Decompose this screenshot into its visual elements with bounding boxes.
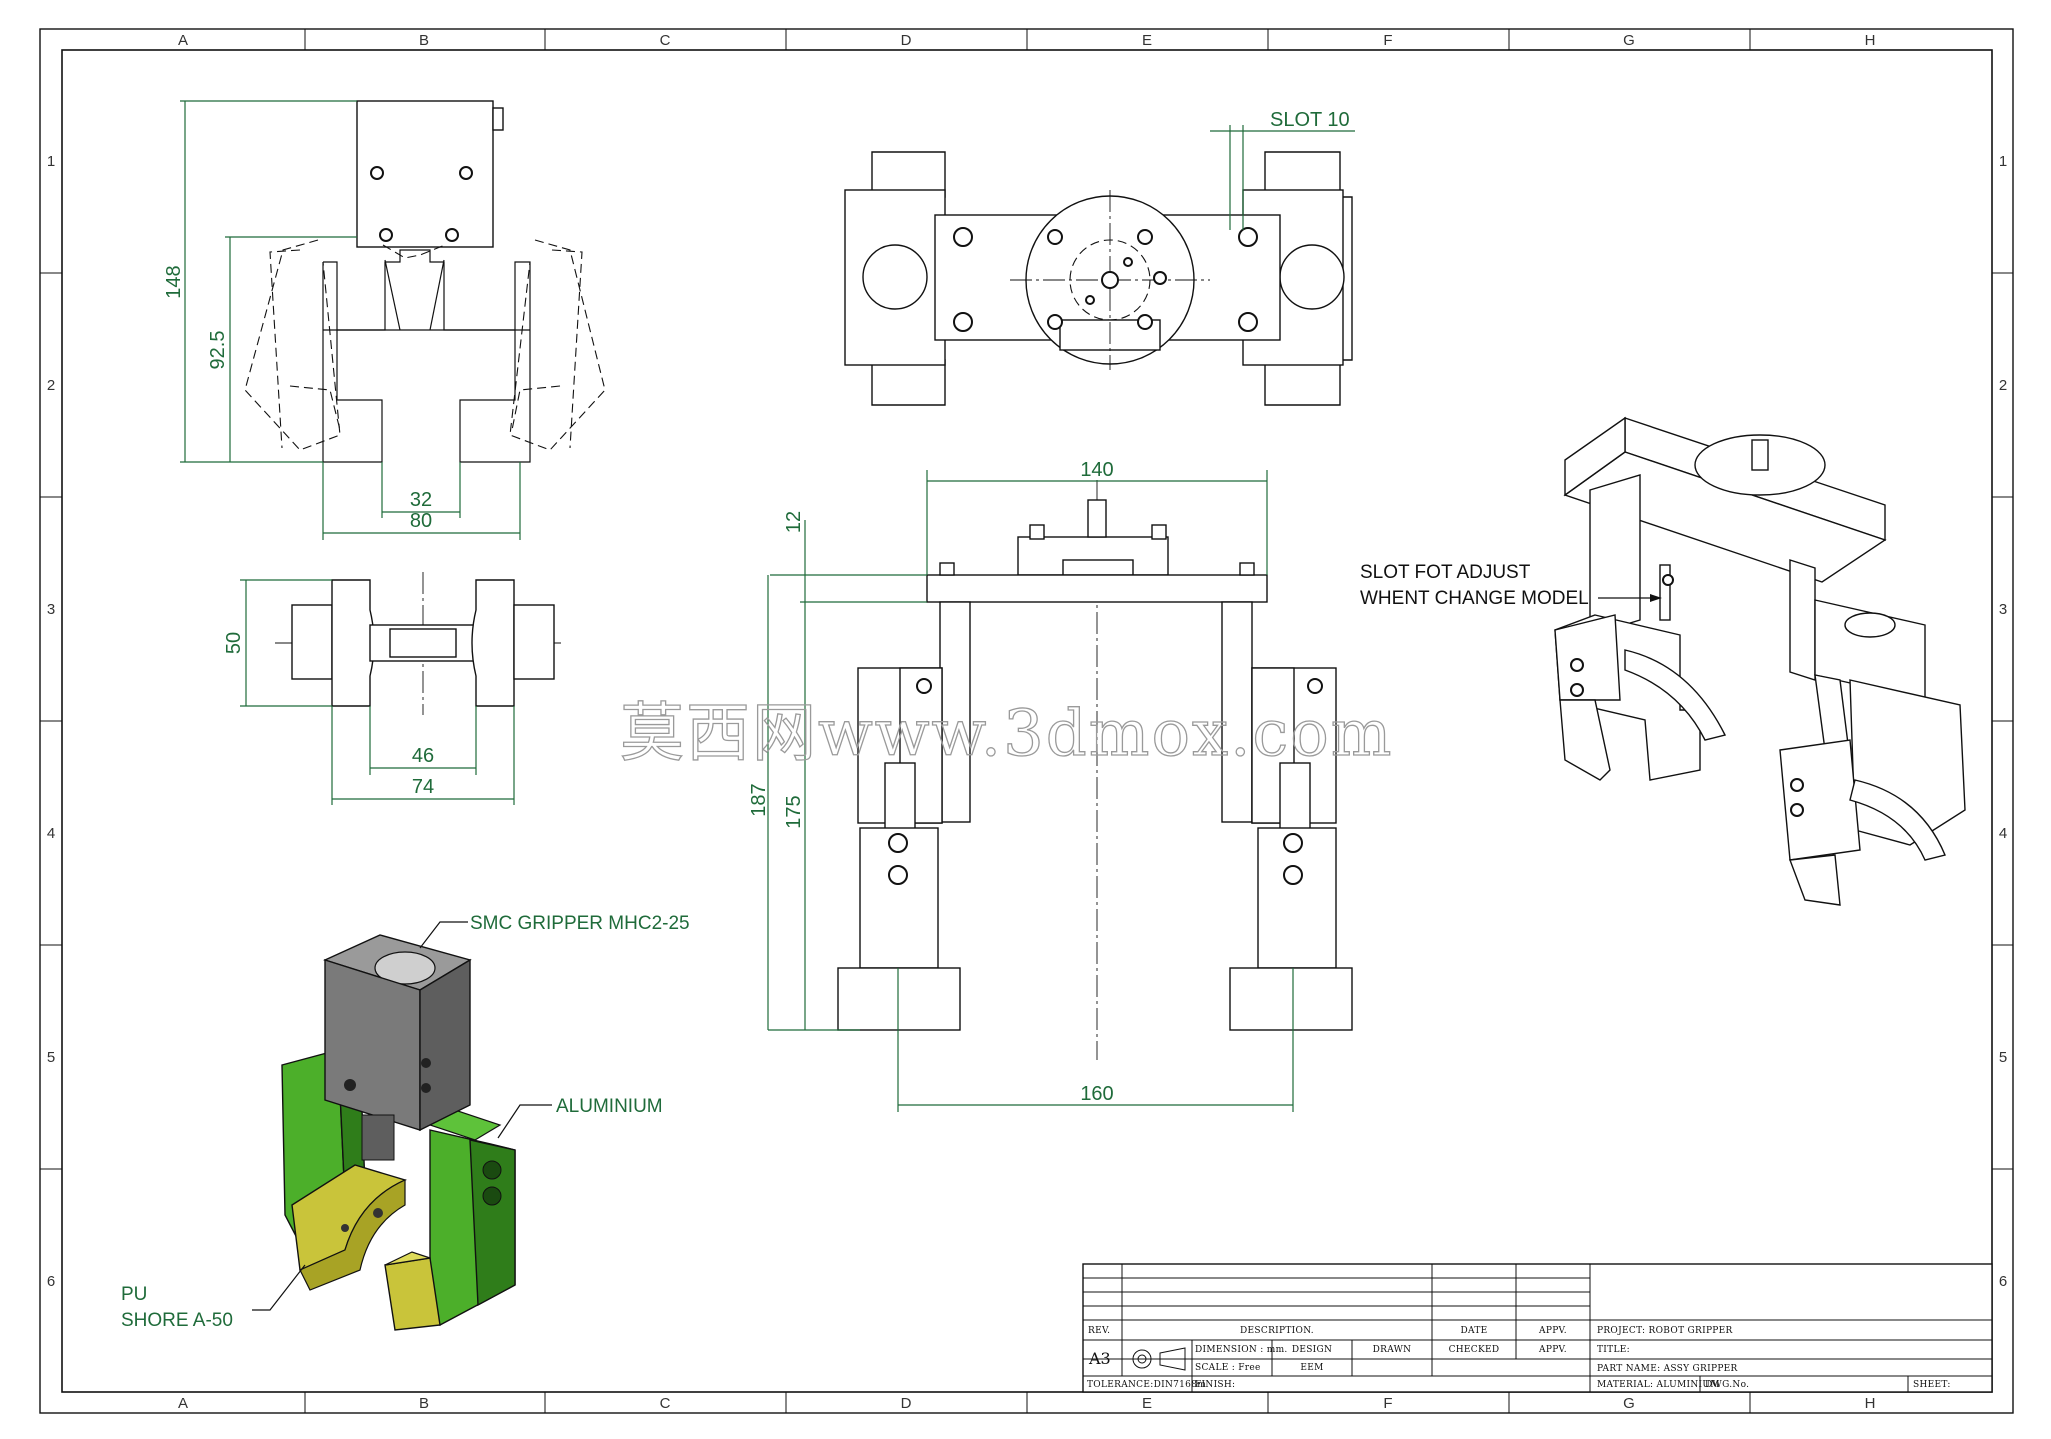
note-aluminium: ALUMINIUM <box>556 1096 663 1117</box>
zone-row-6-left: 6 <box>47 1273 55 1290</box>
zone-labels: A B C D E F G H A B C D E F G H 1 2 3 4 … <box>47 32 2007 1412</box>
zone-row-3-right: 3 <box>1999 601 2007 618</box>
projection-symbol-icon <box>1132 1347 1186 1371</box>
zone-col-c-top: C <box>660 32 671 49</box>
dim-80: 80 <box>410 510 432 532</box>
zone-col-b-bottom: B <box>419 1395 429 1412</box>
border-frame <box>39 28 2014 1414</box>
tb-project: PROJECT: ROBOT GRIPPER <box>1597 1326 1733 1336</box>
tb-appv: APPV. <box>1538 1326 1567 1336</box>
zone-col-g-top: G <box>1623 32 1635 49</box>
view-plan-top: SLOT 10 <box>844 109 1355 406</box>
tb-title: TITLE: <box>1597 1345 1630 1355</box>
zone-row-4-left: 4 <box>47 825 55 842</box>
dim-32: 32 <box>410 489 432 511</box>
zone-col-d-top: D <box>901 32 912 49</box>
zone-col-f-top: F <box>1383 32 1392 49</box>
tb-finish: FINISH: <box>1195 1380 1235 1390</box>
tb-sheet: SHEET: <box>1913 1380 1951 1390</box>
tb-design: DESIGN <box>1292 1345 1332 1355</box>
dim-92-5: 92.5 <box>207 331 229 370</box>
dim-74: 74 <box>412 776 434 798</box>
tb-appv2: APPV. <box>1538 1345 1567 1355</box>
note-slot-adjust-line1: SLOT FOT ADJUST <box>1360 562 1531 583</box>
zone-col-a-top: A <box>178 32 188 49</box>
tb-tolerance: TOLERANCE:DIN7168m <box>1087 1380 1206 1390</box>
zone-row-5-left: 5 <box>47 1049 55 1066</box>
zone-row-1-left: 1 <box>47 153 55 170</box>
dim-12: 12 <box>783 511 805 533</box>
dim-187: 187 <box>748 783 770 816</box>
zone-col-b-top: B <box>419 32 429 49</box>
zone-row-5-right: 5 <box>1999 1049 2007 1066</box>
zone-row-3-left: 3 <box>47 601 55 618</box>
zone-row-4-right: 4 <box>1999 825 2007 842</box>
zone-col-h-top: H <box>1865 32 1876 49</box>
zone-col-f-bottom: F <box>1383 1395 1392 1412</box>
zone-col-h-bottom: H <box>1865 1395 1876 1412</box>
zone-col-g-bottom: G <box>1623 1395 1635 1412</box>
note-smc-gripper: SMC GRIPPER MHC2-25 <box>470 913 690 934</box>
note-pu-line1: PU <box>121 1284 147 1305</box>
watermark-text: 莫西网www.3dmox.com <box>620 697 1394 771</box>
zone-col-a-bottom: A <box>178 1395 188 1412</box>
zone-col-c-bottom: C <box>660 1395 671 1412</box>
zone-col-d-bottom: D <box>901 1395 912 1412</box>
tb-scale: SCALE : Free <box>1195 1363 1261 1373</box>
view-front-left: 148 92.5 32 80 <box>163 100 606 540</box>
note-pu-line2: SHORE A-50 <box>121 1310 233 1331</box>
dim-slot-10: SLOT 10 <box>1270 109 1350 131</box>
zone-row-6-right: 6 <box>1999 1273 2007 1290</box>
dim-50: 50 <box>223 632 245 654</box>
view-top-left: 50 46 74 <box>223 572 565 805</box>
tb-description: DESCRIPTION. <box>1240 1326 1314 1336</box>
tb-date: DATE <box>1461 1326 1488 1336</box>
zone-col-e-bottom: E <box>1142 1395 1152 1412</box>
dim-140: 140 <box>1080 459 1113 481</box>
tb-dwg-no: DWG.No. <box>1705 1380 1749 1390</box>
view-isometric-right: SLOT FOT ADJUST WHENT CHANGE MODEL <box>1360 416 1966 906</box>
view-front-center: 140 12 187 175 160 <box>748 459 1353 1112</box>
zone-row-2-right: 2 <box>1999 377 2007 394</box>
tb-drawn: DRAWN <box>1373 1345 1412 1355</box>
view-isometric-color: SMC GRIPPER MHC2-25 ALUMINIUM PU SHORE A… <box>121 913 690 1331</box>
tb-size: A3 <box>1088 1349 1111 1368</box>
tb-checked: CHECKED <box>1449 1345 1500 1355</box>
dim-148: 148 <box>163 265 185 298</box>
zone-col-e-top: E <box>1142 32 1152 49</box>
tb-rev: REV. <box>1088 1326 1110 1336</box>
note-slot-adjust-line2: WHENT CHANGE MODEL <box>1360 588 1589 609</box>
tb-material: MATERIAL: ALUMINIUM <box>1597 1380 1720 1390</box>
dim-46: 46 <box>412 745 434 767</box>
dim-175: 175 <box>783 795 805 828</box>
dim-160: 160 <box>1080 1083 1113 1105</box>
zone-row-2-left: 2 <box>47 377 55 394</box>
tb-dimension: DIMENSION : mm. <box>1195 1345 1288 1355</box>
title-block: REV. DESCRIPTION. DATE APPV. PROJECT: RO… <box>1082 1263 1993 1393</box>
zone-row-1-right: 1 <box>1999 153 2007 170</box>
tb-design-by: EEM <box>1300 1363 1323 1373</box>
tb-part-name: PART NAME: ASSY GRIPPER <box>1597 1364 1738 1374</box>
